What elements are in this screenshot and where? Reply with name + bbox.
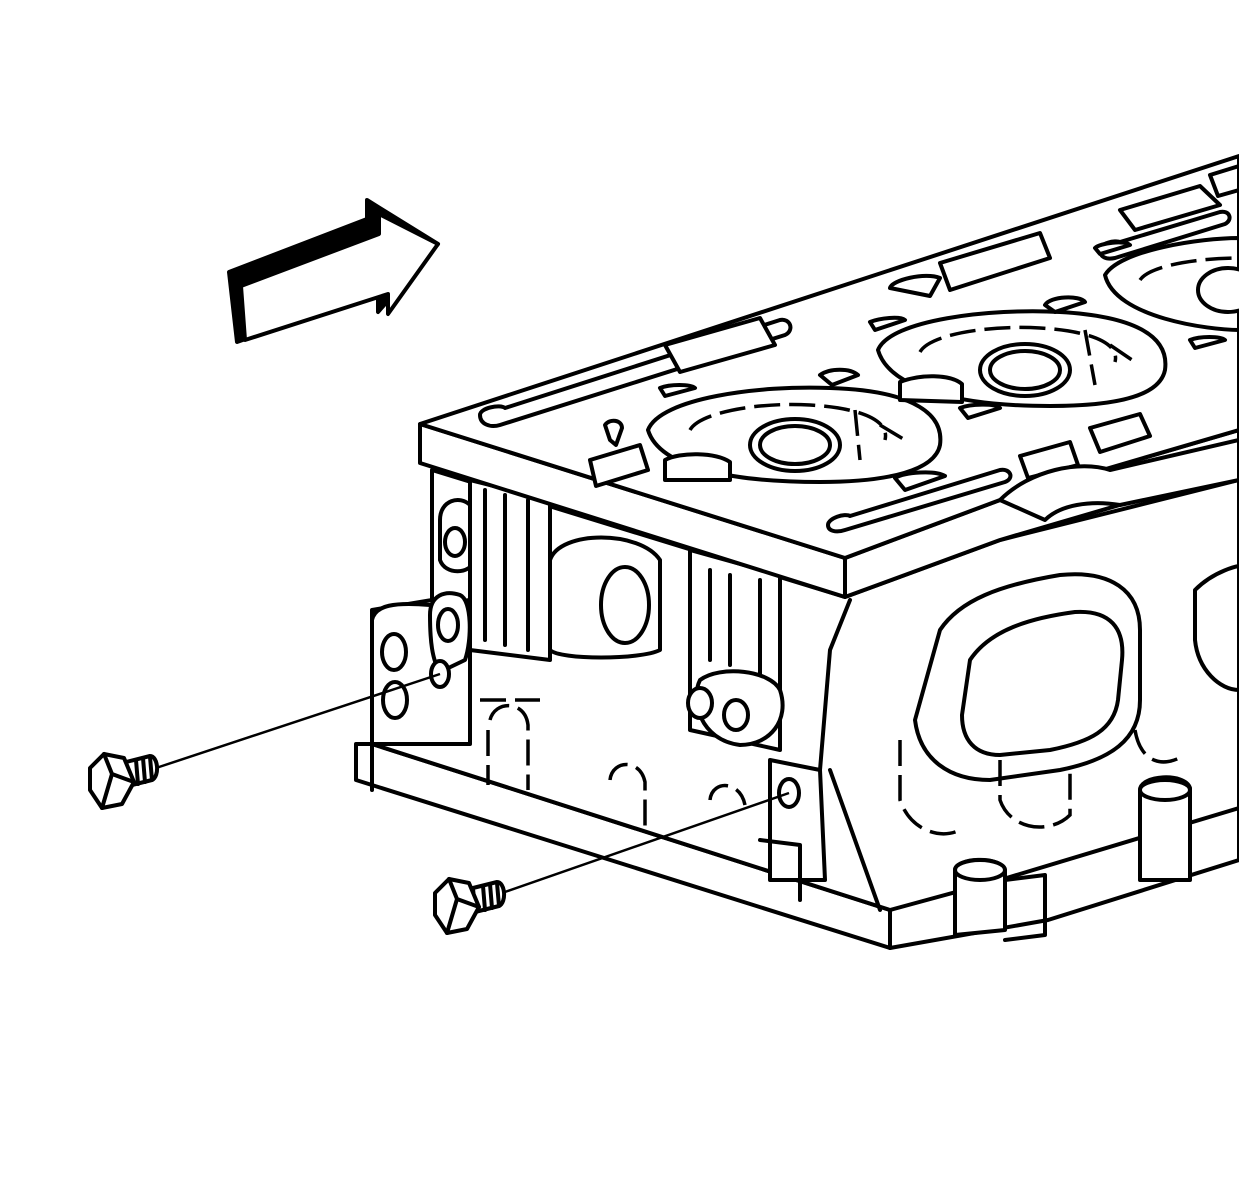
combustion-chamber-2 bbox=[876, 309, 1168, 408]
guide-line-upper bbox=[155, 672, 441, 770]
exhaust-port-opening bbox=[960, 609, 1125, 757]
plug-bolt-lower-icon bbox=[433, 877, 506, 935]
cylinder-head bbox=[354, 154, 1239, 950]
guide-line-lower bbox=[501, 791, 790, 895]
plug-bolt-upper-icon bbox=[88, 752, 159, 810]
combustion-chamber-1 bbox=[646, 385, 943, 484]
combustion-chamber-3 bbox=[1103, 236, 1239, 332]
direction-arrow-icon bbox=[227, 198, 440, 344]
